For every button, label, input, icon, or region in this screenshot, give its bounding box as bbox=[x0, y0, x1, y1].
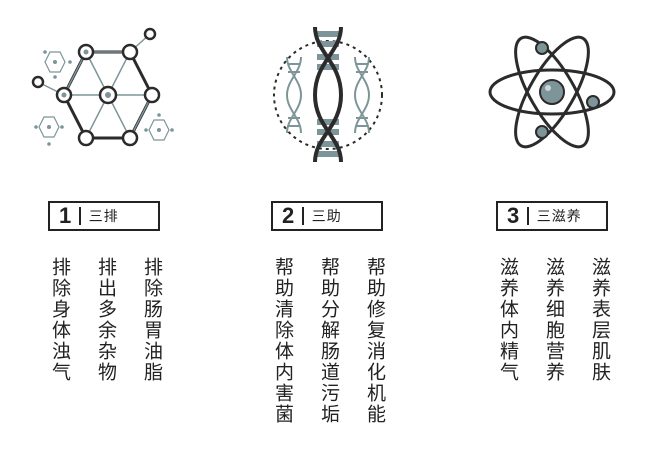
feature-number: 1 bbox=[59, 203, 72, 228]
label-divider bbox=[79, 207, 81, 225]
feature-line: 排出多余杂物 bbox=[95, 257, 117, 383]
feature-label-2: 2 三助 bbox=[271, 201, 383, 231]
feature-title: 三滋养 bbox=[536, 209, 582, 225]
feature-label-1: 1 三排 bbox=[48, 201, 160, 231]
feature-column-3: 3 三滋养 滋养体内精气 滋养细胞营养 滋养表层肌肤 bbox=[434, 0, 651, 456]
feature-line: 排除肠胃油脂 bbox=[141, 257, 163, 383]
molecule-network-icon bbox=[31, 27, 174, 147]
feature-title: 三助 bbox=[311, 209, 342, 225]
atom-icon bbox=[488, 35, 616, 149]
feature-column-1: 1 三排 排除身体浊气 排出多余杂物 排除肠胃油脂 bbox=[0, 0, 217, 456]
feature-line: 帮助清除体内害菌 bbox=[272, 257, 294, 425]
feature-line: 滋养细胞营养 bbox=[543, 257, 565, 383]
feature-number: 3 bbox=[507, 203, 520, 228]
feature-line: 帮助修复消化机能 bbox=[364, 257, 386, 425]
feature-line: 滋养表层肌肤 bbox=[589, 257, 611, 383]
feature-lines-1: 排除身体浊气 排出多余杂物 排除肠胃油脂 bbox=[49, 257, 163, 383]
label-divider bbox=[302, 207, 304, 225]
feature-column-2: 2 三助 帮助清除体内害菌 帮助分解肠道污垢 帮助修复消化机能 bbox=[217, 0, 434, 456]
feature-line: 帮助分解肠道污垢 bbox=[318, 257, 340, 425]
feature-lines-3: 滋养体内精气 滋养细胞营养 滋养表层肌肤 bbox=[497, 257, 611, 383]
feature-line: 滋养体内精气 bbox=[497, 257, 519, 383]
feature-line: 排除身体浊气 bbox=[49, 257, 71, 383]
feature-number: 2 bbox=[282, 203, 295, 228]
label-divider bbox=[527, 207, 529, 225]
feature-lines-2: 帮助清除体内害菌 帮助分解肠道污垢 帮助修复消化机能 bbox=[272, 257, 386, 425]
feature-label-3: 3 三滋养 bbox=[496, 201, 608, 231]
dna-helix-icon bbox=[273, 26, 383, 162]
feature-title: 三排 bbox=[88, 209, 119, 225]
